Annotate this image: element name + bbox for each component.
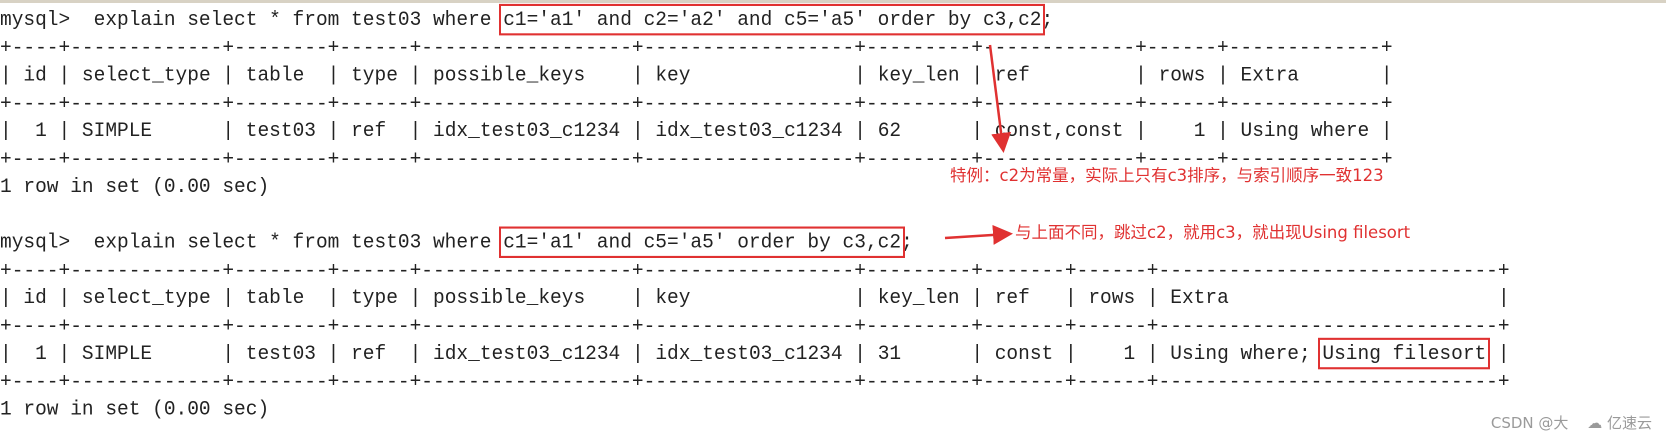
mysql-terminal-output: mysql> explain select * from test03 wher… [0,3,1510,423]
annotation-note-1: 特例：c2为常量，实际上只有c3排序，与索引顺序一致123 [950,166,1384,185]
table-cell: idx_test03_c1234 [433,342,621,366]
table-border: +----+-------------+--------+------+----… [0,369,1510,393]
highlighted-condition: c1='a1' and c5='a5' order by c3,c2 [499,226,906,258]
column-header: select_type [81,63,211,87]
column-header: key [655,63,691,87]
annotation-note-2: 与上面不同，跳过c2，就用c3，就出现Using filesort [1015,223,1411,242]
column-header: rows [1158,63,1206,87]
table-cell: SIMPLE [81,342,153,366]
table-cell: 62 [877,119,902,143]
table-border: +----+-------------+--------+------+----… [0,35,1393,60]
arrow-down-icon [988,44,1012,153]
arrow-right-icon [944,224,1013,245]
column-header: key_len [877,63,960,87]
result-footer: 1 row in set (0.00 sec) [0,175,270,199]
watermark: CSDN @大 ☁ 亿速云 [1491,412,1652,433]
column-header: possible_keys [433,63,586,87]
command-line: mysql> explain select * from test03 wher… [0,3,1054,36]
column-header: ref [994,286,1030,310]
table-cell: Using where [1240,119,1370,143]
table-cell: Using where; Using filesort [1170,337,1491,370]
table-cell: idx_test03_c1234 [655,342,843,366]
column-header: rows [1088,286,1136,310]
table-cell: const,const [994,119,1124,143]
command-line: mysql> explain select * from test03 wher… [0,226,913,258]
table-cell: 1 [1193,119,1206,143]
column-header: id [23,63,47,87]
table-header-row: | id | select_type | table | type | poss… [0,286,1510,310]
table-cell: test03 [245,342,316,366]
column-header: Extra [1240,63,1300,87]
column-header: table [245,286,305,310]
column-header: table [245,63,305,87]
table-cell: idx_test03_c1234 [655,119,843,143]
result-footer: 1 row in set (0.00 sec) [0,397,270,421]
column-header: Extra [1170,286,1229,310]
column-header: key [655,286,691,310]
column-header: type [351,63,398,87]
table-border: +----+-------------+--------+------+----… [0,147,1393,171]
table-cell: test03 [245,119,316,143]
table-cell: SIMPLE [81,119,153,143]
column-header: possible_keys [433,286,586,310]
column-header: ref [994,63,1030,87]
watermark-csdn: CSDN @大 [1490,414,1569,432]
table-cell: 1 [1123,342,1136,366]
column-header: key_len [877,286,960,310]
table-cell: 1 [35,342,47,366]
highlighted-condition: c1='a1' and c2='a2' and c5='a5' order by… [499,3,1046,36]
table-cell: ref [351,342,387,366]
table-cell: ref [351,119,387,143]
table-row: | 1 | SIMPLE | test03 | ref | idx_test03… [0,119,1393,143]
watermark-brand: 亿速云 [1606,414,1652,432]
table-cell: idx_test03_c1234 [433,119,621,143]
table-cell: const [994,342,1054,366]
table-border: +----+-------------+--------+------+----… [0,91,1393,115]
column-header: type [351,286,398,310]
column-header: id [23,286,47,310]
window-top-edge [0,0,1666,3]
table-border: +----+-------------+--------+------+----… [0,258,1510,282]
cloud-logo-icon: ☁ [1587,414,1603,432]
table-cell: 31 [877,342,902,366]
column-header: select_type [81,286,211,310]
highlighted-extra: Using filesort [1318,337,1491,370]
table-cell: 1 [35,119,47,143]
table-header-row: | id | select_type | table | type | poss… [0,63,1393,87]
table-border: +----+-------------+--------+------+----… [0,314,1510,338]
table-row: | 1 | SIMPLE | test03 | ref | idx_test03… [0,337,1510,370]
